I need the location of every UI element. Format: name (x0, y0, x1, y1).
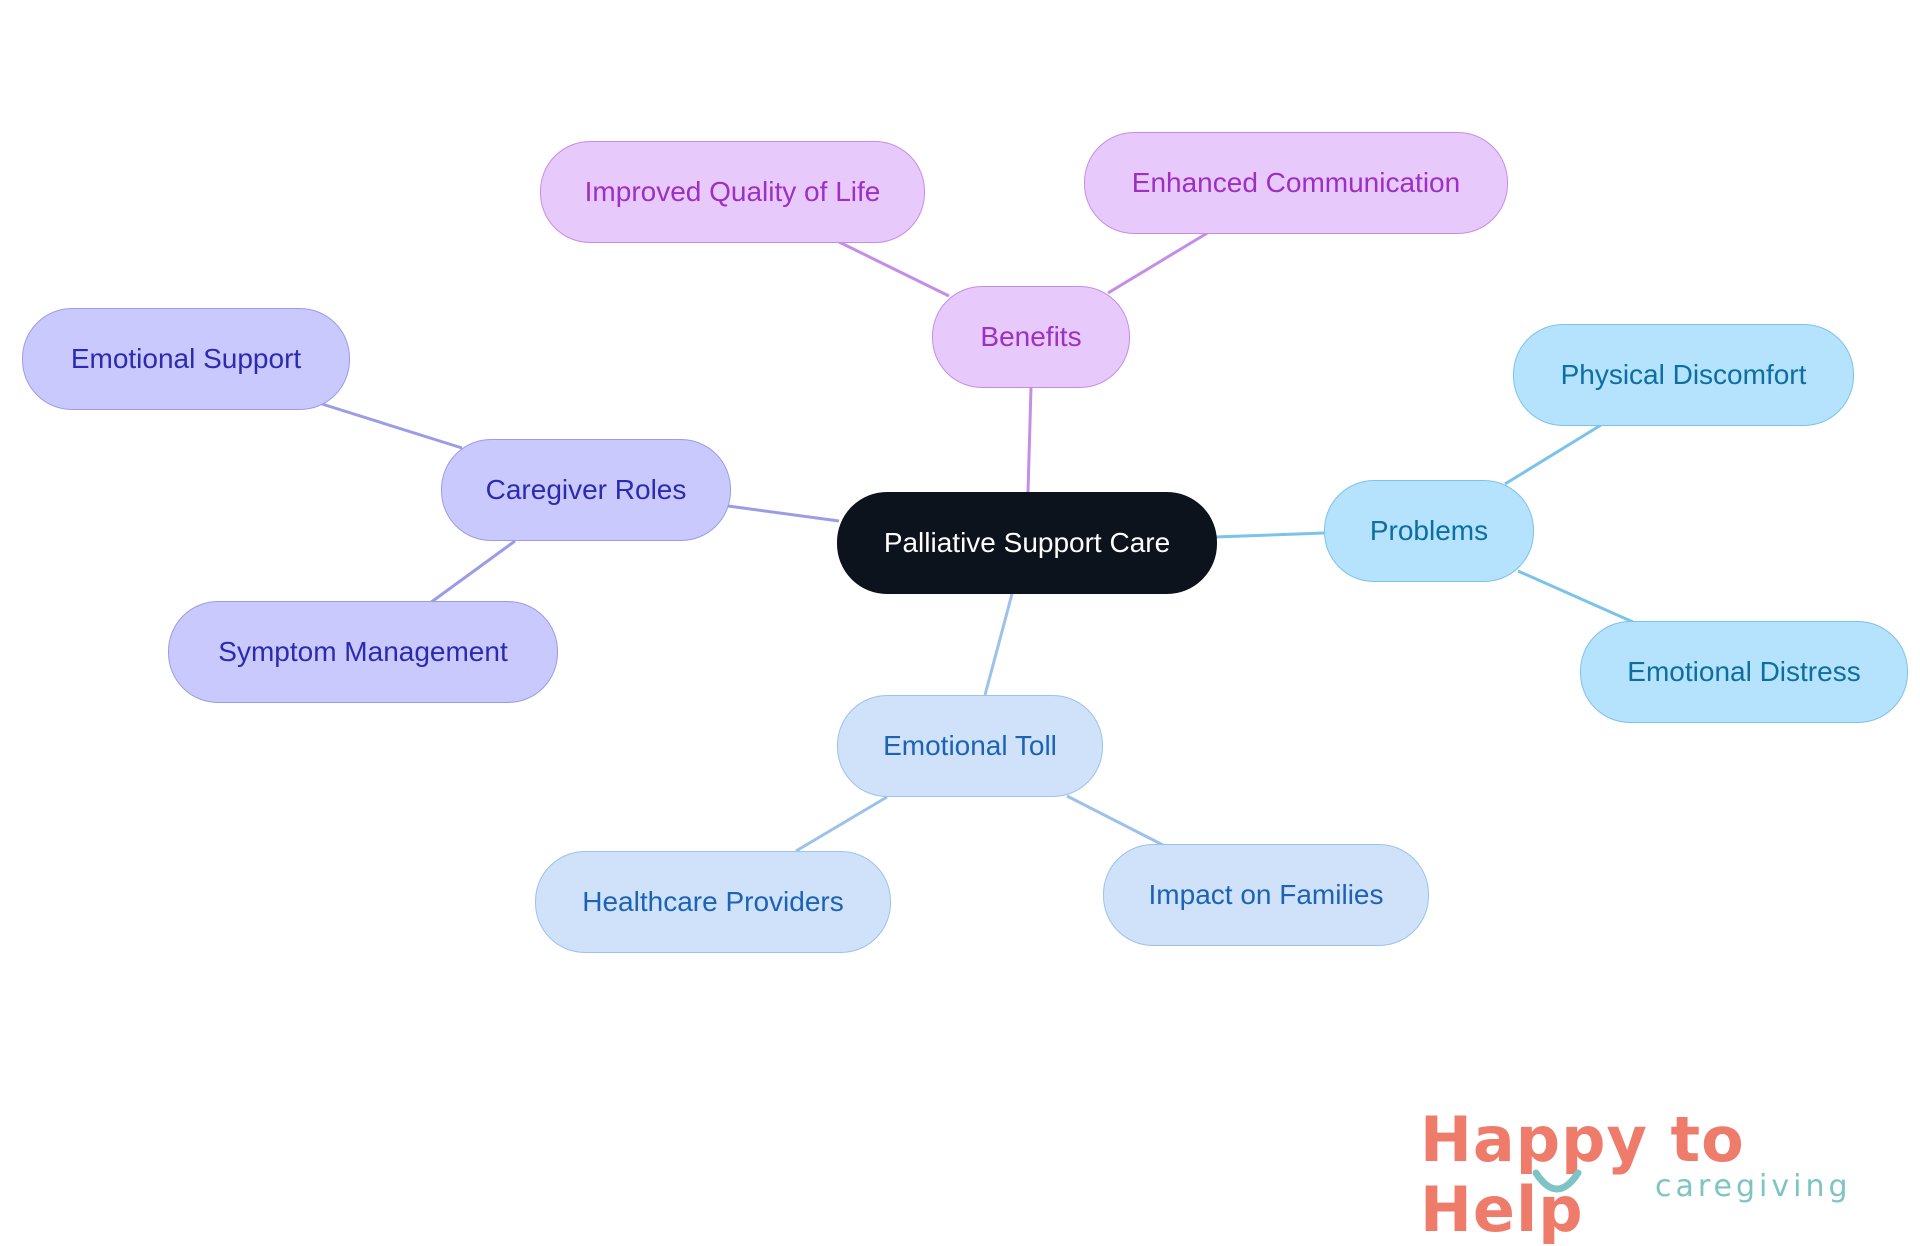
improved-quality-of-life-node[interactable]: Improved Quality of Life (540, 141, 925, 243)
edge-benefits-communication (1107, 230, 1210, 295)
edge-center-toll (983, 593, 1014, 696)
symptom-management-node[interactable]: Symptom Management (168, 601, 558, 703)
edge-toll-providers (795, 795, 888, 853)
logo-wordmark: Happy to Help (1420, 1103, 1745, 1246)
edge-center-problems (1214, 531, 1325, 539)
connector-lines (321, 230, 1634, 853)
edge-benefits-quality (834, 238, 950, 298)
edge-toll-families (1066, 794, 1164, 847)
enhanced-communication-node[interactable]: Enhanced Communication (1084, 132, 1508, 234)
physical-discomfort-node[interactable]: Physical Discomfort (1513, 324, 1854, 426)
edge-problems-physical (1504, 423, 1602, 486)
benefits-node[interactable]: Benefits (932, 286, 1130, 388)
center-node[interactable]: Palliative Support Care (837, 492, 1217, 594)
problems-node[interactable]: Problems (1324, 480, 1534, 582)
logo-tagline: caregiving (1655, 1169, 1852, 1204)
edge-caregiver-emotional (321, 402, 463, 450)
happy-to-help-logo: Happy to Help caregiving (1420, 1105, 1890, 1245)
caregiver-roles-node[interactable]: Caregiver Roles (441, 439, 731, 541)
edge-caregiver-symptom (429, 539, 516, 605)
impact-on-families-node[interactable]: Impact on Families (1103, 844, 1429, 946)
emotional-distress-node[interactable]: Emotional Distress (1580, 621, 1908, 723)
emotional-toll-node[interactable]: Emotional Toll (837, 695, 1103, 797)
emotional-support-node[interactable]: Emotional Support (22, 308, 350, 410)
smile-icon (1532, 1169, 1582, 1193)
edge-center-benefits (1026, 387, 1033, 493)
healthcare-providers-node[interactable]: Healthcare Providers (535, 851, 891, 953)
edge-problems-distress (1517, 569, 1634, 624)
edge-center-caregiver (727, 504, 840, 523)
mind-map: Palliative Support Care Benefits Improve… (22, 132, 1908, 1245)
